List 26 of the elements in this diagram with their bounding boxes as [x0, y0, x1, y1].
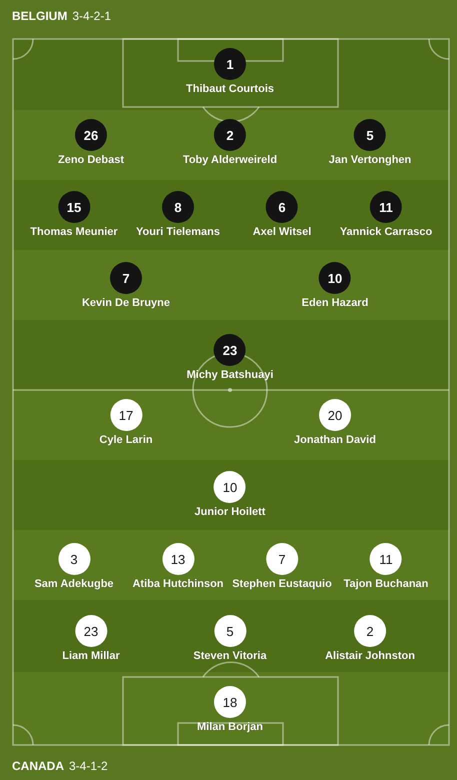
player-name: Atiba Hutchinson [132, 578, 224, 591]
player-name: Youri Tielemans [136, 226, 220, 239]
player-name: Cyle Larin [99, 434, 153, 447]
player-name: Tajon Buchanan [344, 578, 428, 591]
player-name: Thibaut Courtois [186, 83, 274, 96]
player-name: Steven Vitoria [193, 650, 267, 663]
player-name: Thomas Meunier [30, 226, 118, 239]
formation: 3-4-1-2 [69, 759, 108, 773]
player-name: Toby Alderweireld [182, 154, 278, 167]
team-name: CANADA [12, 759, 64, 773]
player-name: Eden Hazard [302, 297, 368, 310]
player-name: Axel Witsel [252, 226, 312, 239]
player-name: Zeno Debast [58, 154, 124, 167]
player-name: Milan Borjan [197, 721, 263, 734]
player-name: Jonathan David [294, 434, 376, 447]
team-name: BELGIUM [12, 9, 68, 23]
player-name: Stephen Eustaquio [232, 578, 332, 591]
player-name: Junior Hoilett [194, 506, 266, 519]
player-name: Michy Batshuayi [186, 369, 274, 382]
player-name: Jan Vertonghen [328, 154, 412, 167]
player-name: Yannick Carrasco [340, 226, 432, 239]
player-name: Liam Millar [62, 650, 120, 663]
formation: 3-4-2-1 [72, 9, 112, 23]
player-name: Alistair Johnston [325, 650, 415, 663]
player-name: Kevin De Bruyne [82, 297, 170, 310]
player-name: Sam Adekugbe [34, 578, 114, 591]
